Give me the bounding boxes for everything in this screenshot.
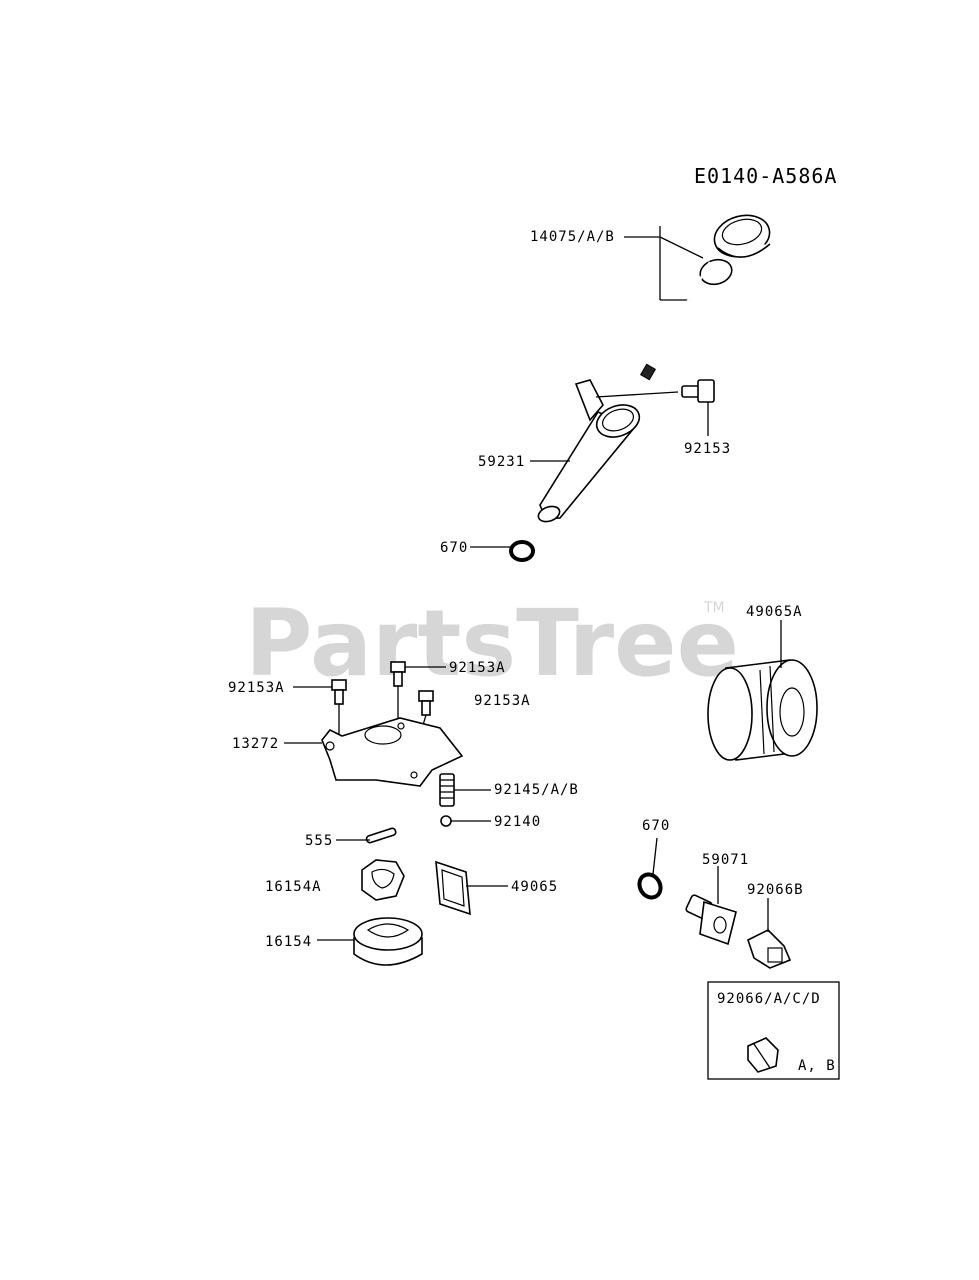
plate-13272-part[interactable] [321, 717, 464, 787]
o-ring-670-bottom-part[interactable] [635, 837, 664, 901]
plug-92066-part[interactable] [747, 1037, 779, 1073]
diagram-code: E0140-A586A [694, 164, 837, 188]
label-59071: 59071 [702, 852, 749, 868]
label-92066B: 92066B [747, 882, 804, 898]
label-670-top: 670 [440, 540, 468, 556]
bolt-92153A-left-part[interactable] [293, 679, 347, 740]
label-670-bottom: 670 [642, 818, 670, 834]
label-16154: 16154 [265, 934, 312, 950]
label-92066: 92066/A/C/D [717, 991, 821, 1007]
watermark-trademark: TM [703, 600, 725, 616]
label-14075: 14075/A/B [530, 229, 615, 245]
label-92153A-left: 92153A [228, 680, 285, 696]
label-92140: 92140 [494, 814, 541, 830]
label-49065: 49065 [511, 879, 558, 895]
label-92153A-top: 92153A [449, 660, 506, 676]
label-49065A: 49065A [746, 604, 803, 620]
label-555: 555 [305, 833, 333, 849]
label-16154A: 16154A [265, 879, 322, 895]
label-13272: 13272 [232, 736, 279, 752]
plug-92066B-part[interactable] [747, 898, 792, 969]
watermark: PartsTree [245, 590, 739, 697]
bolt-92153A-top-part[interactable] [390, 661, 446, 720]
ball-part[interactable] [440, 815, 491, 827]
label-variants-AB: A, B [798, 1058, 836, 1074]
dipstick-part[interactable] [624, 209, 774, 381]
o-ring-670-top-part[interactable] [470, 540, 535, 562]
pin-part[interactable] [336, 827, 397, 844]
spring-part[interactable] [439, 773, 491, 807]
bolt-92153-part[interactable] [681, 379, 715, 436]
label-59231: 59231 [478, 454, 525, 470]
inner-rotor-part[interactable] [361, 859, 405, 901]
outer-rotor-part[interactable] [317, 917, 423, 966]
screen-part[interactable] [435, 860, 508, 916]
oil-filter-part[interactable] [707, 620, 818, 761]
variant-box: 92066/A/C/D A, B [707, 981, 840, 1080]
label-92153A-right: 92153A [474, 693, 531, 709]
fitting-part[interactable] [685, 866, 737, 946]
label-92145: 92145/A/B [494, 782, 579, 798]
label-92153: 92153 [684, 441, 731, 457]
filler-tube-part[interactable] [536, 379, 679, 524]
